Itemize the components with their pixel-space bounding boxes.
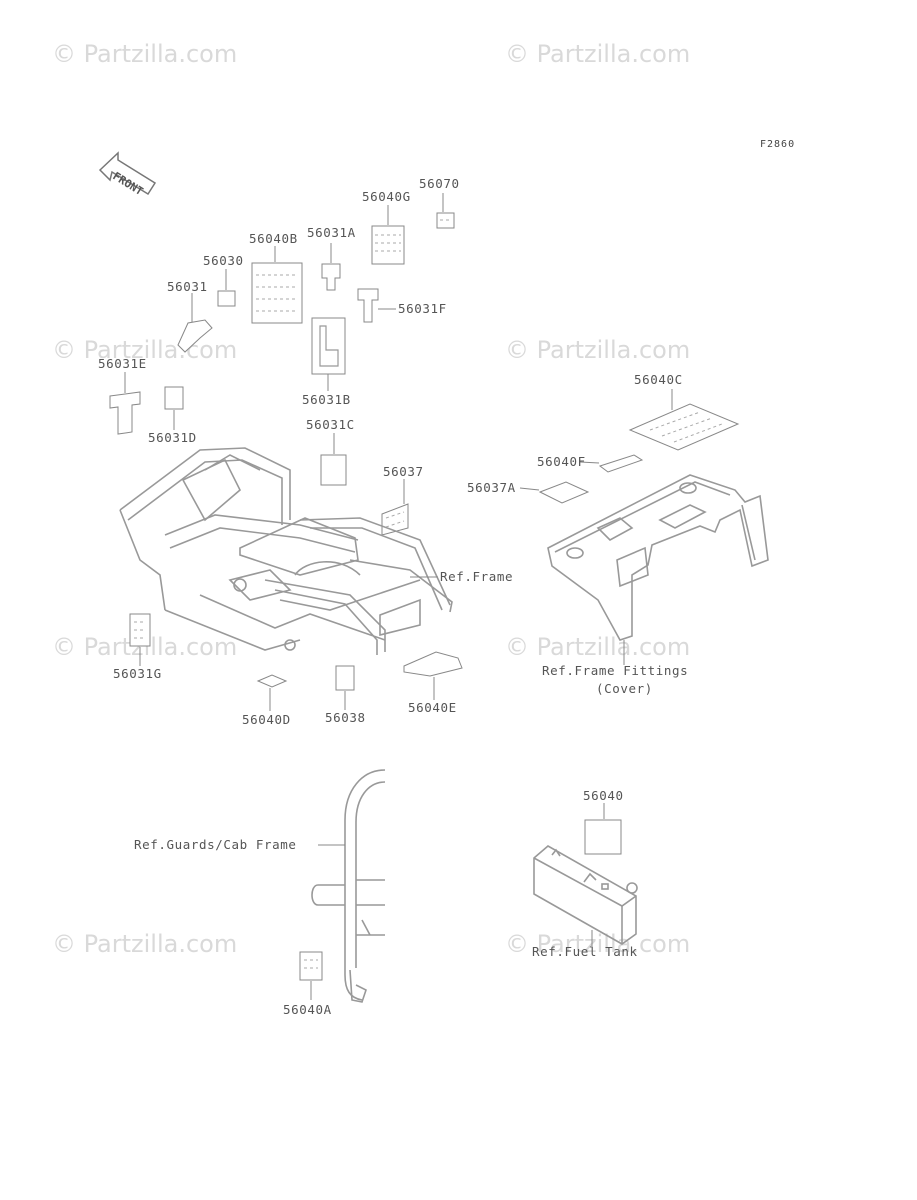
watermark: © Partzilla.com — [505, 930, 690, 958]
front-arrow-icon: FRONT — [98, 151, 157, 198]
callout-56031A: 56031A — [307, 225, 356, 240]
figure-code: F2860 — [760, 139, 795, 150]
ref-fuel-tank: Ref.Fuel Tank — [532, 944, 638, 959]
decal-56040G — [371, 225, 405, 265]
callout-56040B: 56040B — [249, 231, 298, 246]
decal-56038 — [335, 665, 355, 691]
decal-56040D — [256, 674, 288, 688]
decal-56031 — [177, 319, 213, 353]
callout-56040G: 56040G — [362, 189, 411, 204]
decal-56070 — [436, 212, 455, 229]
watermark: © Partzilla.com — [52, 930, 237, 958]
watermarks: © Partzilla.com © Partzilla.com © Partzi… — [52, 40, 690, 958]
cover-drawing — [547, 474, 769, 641]
decal-56031A — [321, 263, 341, 291]
callout-56037: 56037 — [383, 464, 424, 479]
callout-56040: 56040 — [583, 788, 624, 803]
callout-56031E: 56031E — [98, 356, 147, 371]
decal-56040E — [403, 651, 463, 677]
callout-56040A: 56040A — [283, 1002, 332, 1017]
watermark: © Partzilla.com — [52, 40, 237, 68]
callout-56031F: 56031F — [398, 301, 447, 316]
ref-guards-cab-frame: Ref.Guards/Cab Frame — [134, 837, 297, 852]
watermark: © Partzilla.com — [52, 336, 237, 364]
frame-drawing — [119, 447, 453, 655]
watermark: © Partzilla.com — [505, 40, 690, 68]
decal-56031C — [320, 454, 347, 486]
decal-56031E — [109, 391, 141, 435]
callout-56040C: 56040C — [634, 372, 683, 387]
callout-56040F: 56040F — [537, 454, 586, 469]
ref-frame-fittings-cover: (Cover) — [596, 681, 653, 696]
callout-56040D: 56040D — [242, 712, 291, 727]
callout-56038: 56038 — [325, 710, 366, 725]
fuel-tank-drawing — [533, 845, 638, 945]
decal-56031F — [357, 288, 379, 323]
decal-56030 — [217, 290, 236, 307]
decal-56040C — [628, 403, 740, 451]
ref-frame-fittings: Ref.Frame Fittings — [542, 663, 688, 678]
callout-56031: 56031 — [167, 279, 208, 294]
callout-56030: 56030 — [203, 253, 244, 268]
decal-56040 — [584, 819, 622, 855]
decal-56040B — [251, 262, 303, 324]
guard-drawing — [311, 769, 386, 1003]
decal-56031D — [164, 386, 184, 410]
callout-56037A: 56037A — [467, 480, 516, 495]
callout-56070: 56070 — [419, 176, 460, 191]
callout-56031G: 56031G — [113, 666, 162, 681]
decal-56037 — [381, 503, 409, 536]
callout-56040E: 56040E — [408, 700, 457, 715]
decal-56040F — [598, 454, 644, 473]
ref-frame: Ref.Frame — [440, 569, 513, 584]
callout-56031C: 56031C — [306, 417, 355, 432]
decal-56040A — [299, 951, 323, 981]
callout-56031D: 56031D — [148, 430, 197, 445]
callout-56031B: 56031B — [302, 392, 351, 407]
decal-56037A — [538, 481, 590, 504]
watermark: © Partzilla.com — [505, 336, 690, 364]
watermark: © Partzilla.com — [505, 633, 690, 661]
